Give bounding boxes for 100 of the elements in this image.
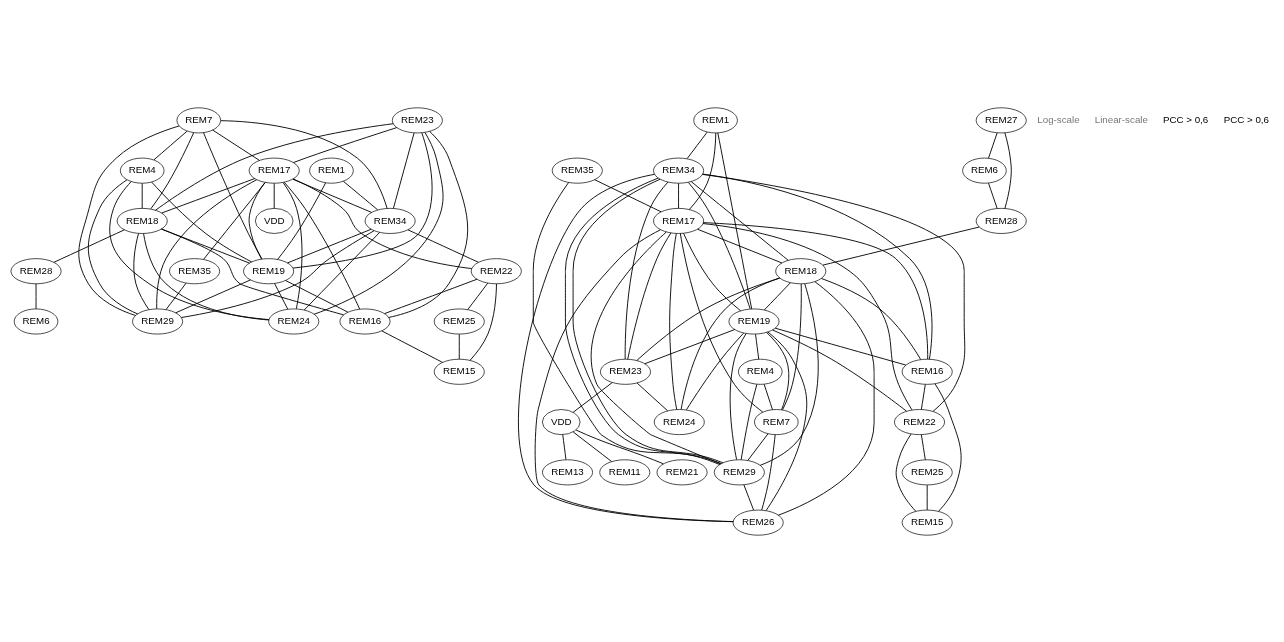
connector bbox=[683, 232, 742, 311]
connector bbox=[690, 180, 789, 261]
connector bbox=[87, 178, 139, 314]
node-ellipse: REM6 bbox=[962, 157, 1007, 184]
label: PCC > 0,6 bbox=[1162, 113, 1209, 125]
node-ellipse: REM1 bbox=[309, 157, 354, 184]
node-ellipse: REM1 bbox=[693, 106, 738, 133]
connector bbox=[384, 278, 478, 314]
connector bbox=[926, 484, 928, 510]
connector bbox=[934, 383, 962, 512]
connector bbox=[755, 333, 760, 360]
node-ellipse: REM4 bbox=[120, 157, 165, 184]
connector bbox=[743, 483, 755, 511]
connector bbox=[624, 181, 669, 359]
connector bbox=[388, 130, 469, 318]
connector bbox=[702, 221, 929, 360]
connector bbox=[717, 132, 753, 309]
node-ellipse: REM35 bbox=[551, 157, 603, 184]
node-ellipse: REM29 bbox=[132, 308, 183, 334]
label: Log-scale bbox=[1037, 113, 1080, 125]
connector bbox=[740, 383, 758, 460]
connector bbox=[285, 279, 349, 313]
connector bbox=[160, 228, 345, 315]
connector bbox=[678, 182, 679, 209]
connector bbox=[988, 182, 998, 209]
connector bbox=[772, 329, 907, 412]
connector bbox=[763, 383, 773, 410]
connector bbox=[156, 178, 258, 309]
connector bbox=[273, 182, 275, 209]
connector bbox=[594, 178, 662, 212]
connector bbox=[774, 327, 907, 365]
connector bbox=[777, 280, 875, 516]
node-ellipse: REM22 bbox=[470, 257, 522, 284]
connector bbox=[292, 131, 433, 269]
connector bbox=[407, 228, 479, 263]
connector bbox=[283, 181, 361, 310]
connector bbox=[680, 277, 781, 410]
connector bbox=[636, 382, 669, 411]
node-ellipse: REM7 bbox=[176, 106, 221, 133]
node-ellipse: VDD bbox=[255, 207, 294, 234]
connector bbox=[165, 282, 187, 310]
connector bbox=[78, 125, 180, 316]
node-ellipse: REM23 bbox=[600, 358, 651, 385]
node-ellipse: REM4 bbox=[738, 358, 783, 385]
node-ellipse: REM23 bbox=[391, 106, 443, 133]
label: Linear-scale bbox=[1094, 113, 1148, 125]
connector bbox=[109, 180, 270, 320]
connector bbox=[392, 132, 415, 209]
node-ellipse: REM24 bbox=[653, 408, 705, 435]
connector bbox=[759, 282, 819, 466]
connector bbox=[688, 132, 717, 210]
connector bbox=[920, 433, 926, 460]
connector bbox=[248, 181, 266, 259]
connector bbox=[562, 433, 567, 460]
connector bbox=[679, 232, 764, 412]
label: PCC > 0,6 bbox=[1223, 113, 1270, 125]
connector bbox=[644, 328, 736, 364]
node-ellipse: REM17 bbox=[653, 207, 704, 234]
connector bbox=[763, 281, 791, 310]
connector bbox=[685, 332, 744, 410]
connector bbox=[572, 381, 613, 413]
connector bbox=[342, 180, 379, 210]
connector bbox=[303, 231, 381, 310]
connector bbox=[467, 282, 489, 310]
connector bbox=[292, 178, 372, 213]
node-ellipse: REM19 bbox=[728, 308, 780, 334]
connector bbox=[518, 173, 734, 522]
connector bbox=[702, 173, 933, 360]
connector bbox=[702, 222, 913, 410]
connector bbox=[292, 126, 398, 163]
connector bbox=[180, 229, 375, 318]
connector bbox=[627, 231, 672, 360]
node-ellipse: REM18 bbox=[775, 257, 827, 284]
node-ellipse: REM34 bbox=[364, 207, 416, 234]
connector bbox=[820, 277, 922, 360]
node-ellipse: REM18 bbox=[116, 207, 168, 234]
connector bbox=[381, 330, 443, 363]
connector bbox=[212, 129, 260, 161]
connector bbox=[697, 228, 783, 263]
node-ellipse: REM27 bbox=[975, 106, 1027, 133]
connector bbox=[287, 228, 372, 263]
connector bbox=[143, 232, 270, 320]
connector bbox=[1004, 131, 1012, 209]
node-ellipse: VDD bbox=[542, 408, 581, 435]
connector bbox=[277, 181, 327, 260]
connector bbox=[572, 431, 613, 462]
connector bbox=[203, 181, 266, 260]
connector bbox=[150, 131, 195, 209]
node-ellipse: REM25 bbox=[433, 308, 485, 334]
node-ellipse: REM13 bbox=[542, 458, 593, 485]
connector bbox=[175, 278, 251, 313]
connector bbox=[766, 331, 790, 410]
connector bbox=[687, 181, 751, 309]
connector bbox=[153, 130, 188, 160]
connector bbox=[161, 177, 256, 213]
connector bbox=[274, 282, 289, 309]
node-ellipse: REM11 bbox=[599, 458, 651, 485]
connector bbox=[458, 333, 460, 360]
connector bbox=[782, 283, 802, 410]
connector bbox=[53, 228, 125, 263]
